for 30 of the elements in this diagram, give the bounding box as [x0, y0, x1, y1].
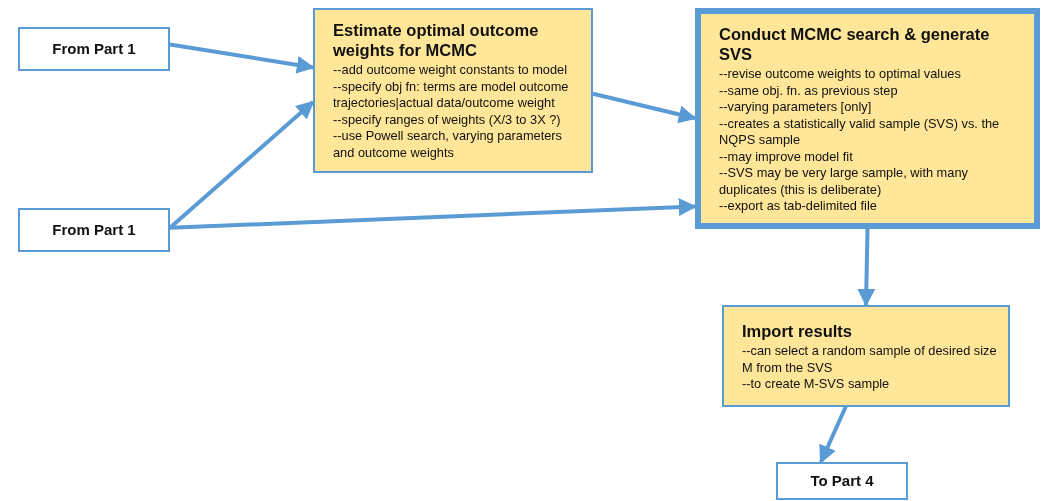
box-heading: Estimate optimal outcome weights for MCMC [333, 20, 540, 60]
bullet-text: --specify ranges of weights (X/3 to 3X ?) [333, 111, 562, 128]
bullet-text: --revise outcome weights to optimal values [719, 66, 962, 83]
bullet-text: --specify obj fn: terms are model outcome trajectories|actual data/outcome weight [333, 78, 570, 112]
box-heading: Import results [742, 321, 854, 341]
process-box [313, 8, 593, 173]
process-box [695, 8, 1040, 229]
bullet-text: --may improve model fit [719, 148, 854, 165]
box-heading: Conduct MCMC search & generate SVS [719, 24, 991, 64]
arrow [169, 198, 697, 230]
connector-box [18, 208, 170, 252]
bullet-text: --use Powell search, varying parameters and outcome weights [333, 128, 563, 161]
process-box [722, 305, 1010, 407]
arrow [592, 91, 697, 124]
bullet-text: --can select a random sample of desired size M from the SVS [742, 343, 998, 376]
bullet-text: --add outcome weight constants to model [333, 62, 569, 79]
box-heading: From Part 1 [52, 39, 136, 59]
arrow [819, 405, 848, 464]
box-heading: To Part 4 [810, 471, 874, 491]
bullet-text: --export as tab-delimited file [719, 198, 878, 215]
bullet-text: --to create M-SVS sample [742, 376, 891, 393]
connector-box [776, 462, 908, 500]
bullet-text: --varying parameters [only] [719, 99, 873, 116]
box-heading: From Part 1 [52, 220, 136, 240]
bullet-text: --creates a statistically valid sample (SVS) vs. the NQPS sample [719, 115, 1001, 149]
connector-box [18, 27, 170, 71]
arrow [857, 228, 876, 307]
bullet-text: --SVS may be very large sample, with many duplicates (this is deliberate) [719, 165, 969, 198]
bullet-text: --same obj. fn. as previous step [719, 82, 899, 99]
arrow [169, 42, 315, 74]
